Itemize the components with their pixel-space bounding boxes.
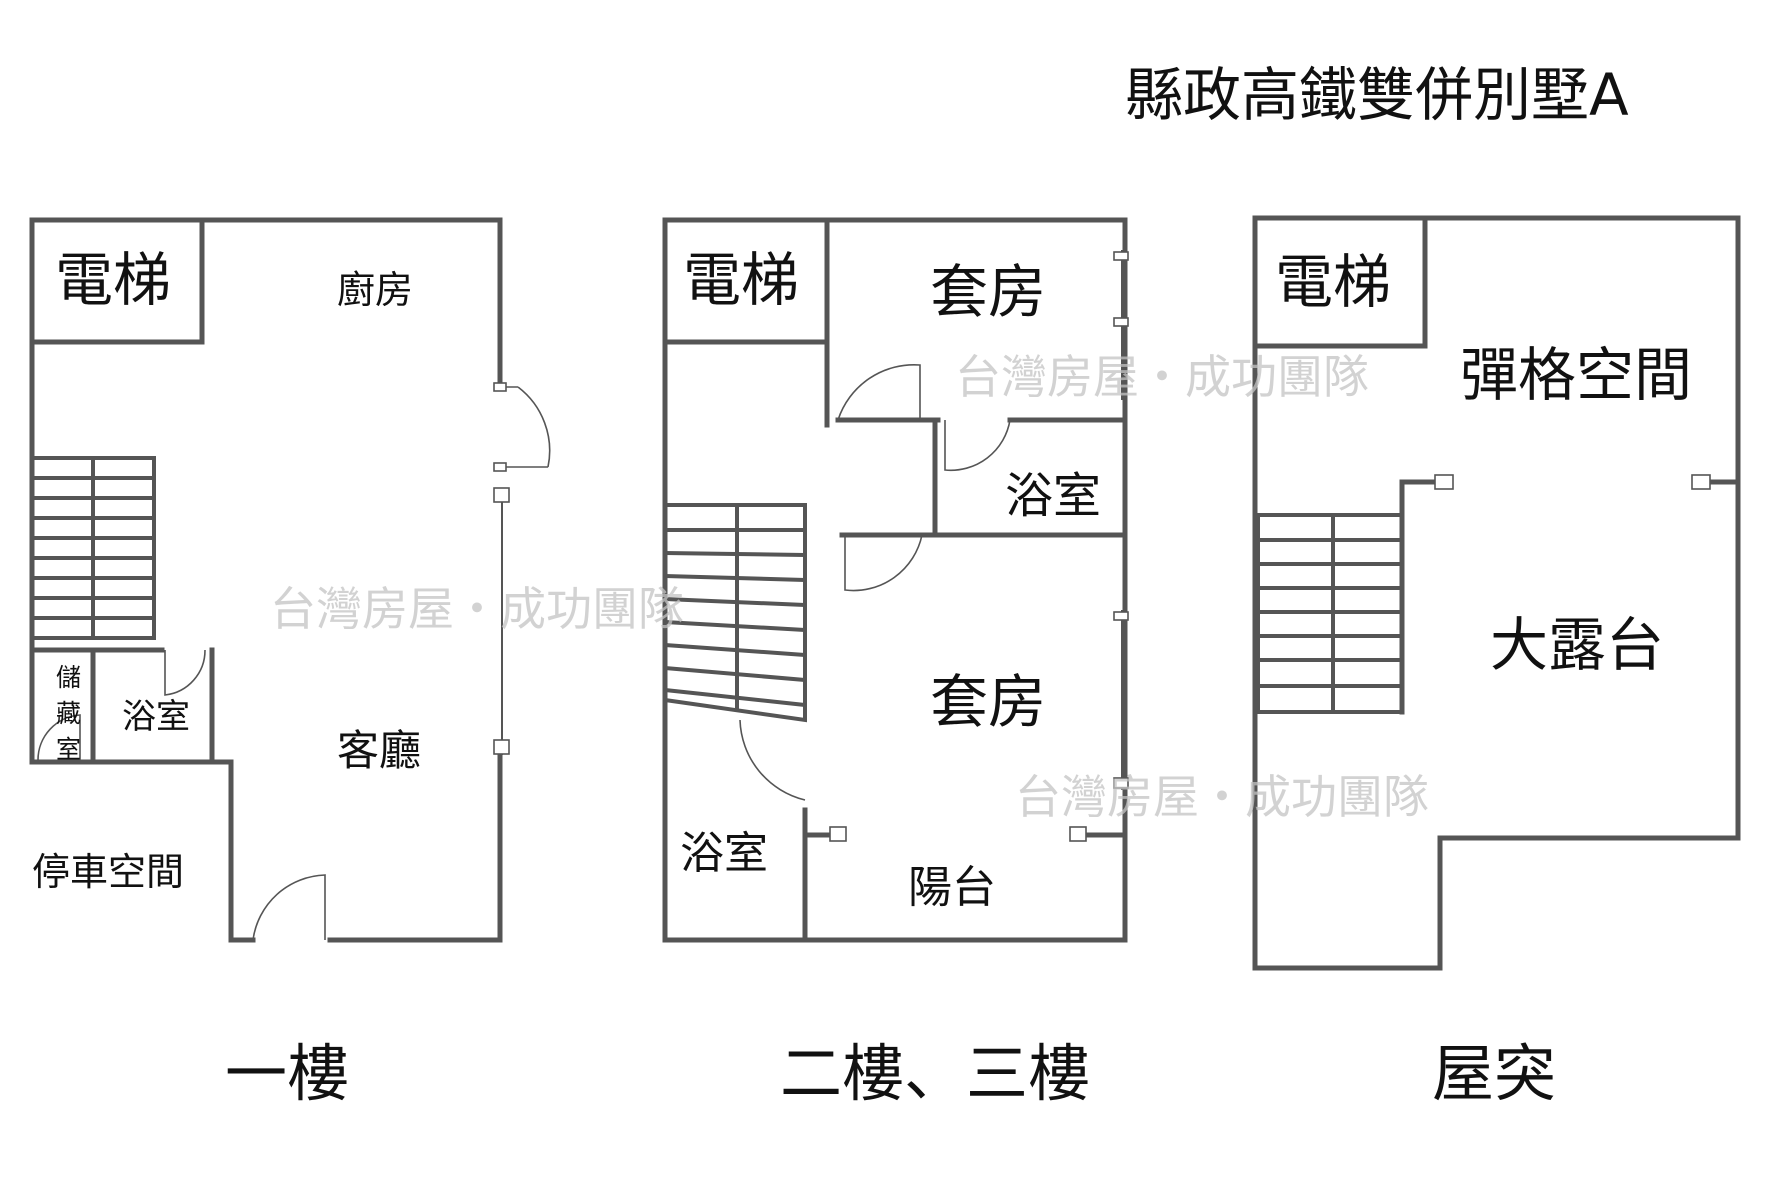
floor1-storage-label: 室 bbox=[56, 735, 81, 764]
floor1-living-room-label: 客廳 bbox=[337, 726, 421, 775]
floor1-door-jamb bbox=[493, 487, 510, 503]
floor2-door-jamb bbox=[1113, 251, 1129, 261]
floor2-plan bbox=[662, 217, 1129, 943]
roof-door-jamb bbox=[1434, 474, 1454, 490]
watermark-text: 台灣房屋・成功團隊 bbox=[955, 350, 1369, 404]
floor2-elevator-label: 電梯 bbox=[683, 246, 799, 314]
floor2-elevator-shaft bbox=[662, 217, 830, 345]
floor1-storage-label: 藏 bbox=[56, 699, 81, 728]
floor1-storage-label: 儲 bbox=[56, 663, 81, 692]
floor2-bathroom-left-label: 浴室 bbox=[680, 828, 768, 879]
floor1-elevator-shaft bbox=[29, 217, 205, 345]
floor1-caption: 一樓 bbox=[225, 1037, 349, 1110]
roof-elevator-shaft bbox=[1252, 215, 1428, 349]
roof-caption: 屋突 bbox=[1432, 1037, 1556, 1110]
floor1-kitchen-label: 廚房 bbox=[337, 268, 413, 312]
floor2-door-jamb bbox=[1113, 611, 1129, 621]
floor1-storage-door-swing bbox=[37, 714, 81, 761]
floor1-bathroom-door-swing bbox=[164, 649, 206, 696]
plan-title: 縣政高鐵雙併別墅A bbox=[1125, 61, 1629, 129]
floor2-suite-main-door-swing bbox=[844, 534, 923, 592]
floor1-elevator-label: 電梯 bbox=[55, 246, 171, 314]
floor1-entrance-door-swing bbox=[252, 874, 326, 941]
floor2-door-jamb bbox=[1113, 777, 1129, 789]
floor2-suite-top-label: 套房 bbox=[930, 258, 1046, 326]
floor2-bathroom-left-walls bbox=[802, 807, 833, 943]
roof-flex-space-label: 彈格空間 bbox=[1460, 341, 1692, 409]
floor1-door-jamb bbox=[493, 462, 507, 472]
floor1-outer-wall bbox=[29, 217, 503, 943]
floor2-bathroom-right-label: 浴室 bbox=[1005, 468, 1101, 524]
floor2-balcony-label: 陽台 bbox=[908, 862, 996, 913]
roof-plan bbox=[1252, 215, 1741, 971]
floor2-caption: 二樓、三樓 bbox=[780, 1037, 1090, 1110]
roof-door-jamb bbox=[1691, 474, 1711, 490]
floor2-suite-main-label: 套房 bbox=[930, 668, 1046, 736]
watermark-text: 台灣房屋・成功團隊 bbox=[270, 582, 684, 636]
floor1-bathroom-label: 浴室 bbox=[122, 697, 190, 737]
floor1-plan bbox=[29, 217, 551, 943]
roof-elevator-label: 電梯 bbox=[1275, 248, 1391, 316]
floor2-suite-top-door-swing bbox=[837, 363, 921, 421]
floor2-bathroom-left-door-swing bbox=[739, 719, 806, 801]
floor1-side-door-swing bbox=[500, 386, 551, 468]
floor2-bathroom-right-door-swing bbox=[944, 419, 1011, 472]
floor2-suite-walls bbox=[824, 339, 1128, 538]
floor1-bathroom-walls bbox=[29, 647, 215, 765]
floor2-door-jamb bbox=[1069, 826, 1087, 842]
floor1-staircase bbox=[30, 456, 156, 640]
watermark-text: 台灣房屋・成功團隊 bbox=[1015, 770, 1429, 824]
floor2-door-jamb bbox=[1113, 317, 1129, 327]
roof-outer-wall bbox=[1252, 215, 1741, 971]
floor1-door-jamb bbox=[493, 739, 510, 755]
roof-terrace-label: 大露台 bbox=[1490, 611, 1664, 679]
floor1-parking-label: 停車空間 bbox=[32, 850, 184, 894]
floor1-door-jamb bbox=[493, 382, 507, 392]
floor2-staircase bbox=[663, 503, 807, 723]
roof-staircase bbox=[1256, 513, 1404, 714]
floor2-door-jamb bbox=[829, 826, 847, 842]
